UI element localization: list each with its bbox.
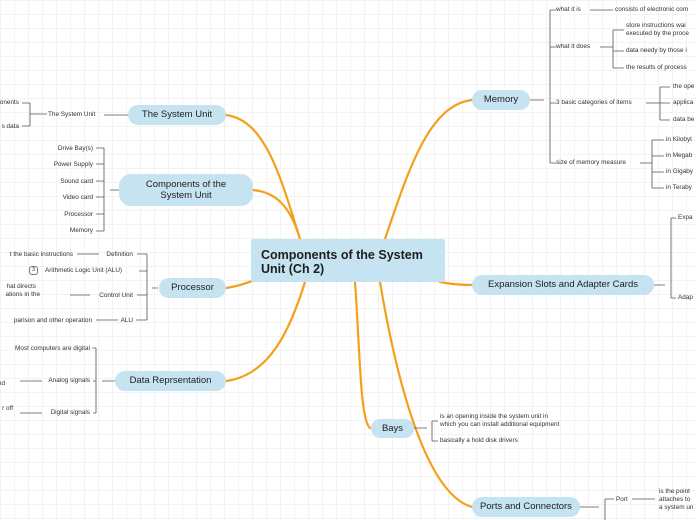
connector-processor <box>136 253 158 321</box>
branch-expansion <box>438 280 474 287</box>
memory-what-it-is[interactable]: what it is <box>556 6 581 13</box>
control-unit-leaf-1[interactable]: hat directs <box>6 283 36 290</box>
port-leaf-2[interactable]: attaches to <box>659 496 691 503</box>
component-item[interactable]: Processor <box>64 211 93 218</box>
connector-system-unit <box>22 102 128 127</box>
topic-memory[interactable]: Memory <box>472 90 530 110</box>
connector-memory <box>530 9 556 164</box>
component-item[interactable]: Power Supply <box>53 161 93 168</box>
central-topic[interactable]: Components of the System Unit (Ch 2) <box>251 239 445 282</box>
bays-leaf-1a[interactable]: is an opening inside the system unit in <box>440 413 548 420</box>
component-item[interactable]: Sound card <box>60 178 93 185</box>
processor-alu-full[interactable]: Arithmetic Logic Unit (ALU) <box>45 267 123 274</box>
connector-bays <box>414 420 438 442</box>
topic-processor[interactable]: Processor <box>159 278 226 298</box>
component-item[interactable]: Drive Bay(s) <box>57 145 93 152</box>
memory-what-it-does[interactable]: what it does <box>556 43 591 50</box>
size-item[interactable]: in Teraby <box>666 184 692 191</box>
topic-bays[interactable]: Bays <box>371 419 414 438</box>
component-item[interactable]: Video card <box>62 194 93 201</box>
category-item[interactable]: applica <box>673 99 694 106</box>
connector-components <box>96 147 120 232</box>
connector-processor-leaves <box>70 253 118 321</box>
size-item[interactable]: in Megab <box>666 152 693 159</box>
connector-data-rep <box>20 347 115 414</box>
what-it-does-leaf-2[interactable]: data needy by those i <box>626 47 687 54</box>
memory-categories[interactable]: 3 basic categories of items <box>556 99 632 106</box>
topic-system-unit[interactable]: The System Unit <box>128 105 226 125</box>
branch-bays <box>353 280 372 430</box>
memory-size[interactable]: size of memory measure <box>556 159 626 166</box>
processor-definition[interactable]: Definition <box>106 251 133 258</box>
connector-expansion <box>654 217 676 299</box>
processor-control-unit[interactable]: Control Unit <box>99 292 133 299</box>
system-unit-child[interactable]: The System Unit <box>48 111 96 118</box>
analog-leaf[interactable]: nd <box>0 380 5 387</box>
port-leaf-3[interactable]: a system un <box>659 504 694 511</box>
system-unit-leaf-2[interactable]: s data <box>1 123 19 130</box>
branch-ports <box>378 280 474 509</box>
what-it-does-leaf-3[interactable]: the results of process <box>626 64 687 71</box>
memory-what-it-is-leaf[interactable]: consists of electronic com <box>615 6 689 13</box>
what-it-does-leaf-1a[interactable]: store instructions wai <box>626 22 686 29</box>
bays-leaf-2[interactable]: basically a hold disk drivers <box>440 437 518 444</box>
branch-system-unit <box>224 113 302 241</box>
connector-memory-leaves <box>590 9 624 69</box>
port-leaf-1[interactable]: is the point <box>659 488 690 495</box>
branch-components <box>251 188 302 241</box>
control-unit-leaf-2[interactable]: ations in the <box>5 291 40 298</box>
processor-definition-leaf[interactable]: t the basic instructions <box>9 251 73 258</box>
connector-ports <box>580 498 655 520</box>
topic-expansion-slots[interactable]: Expansion Slots and Adapter Cards <box>472 275 654 295</box>
branch-data-rep <box>224 280 307 383</box>
expansion-leaf-2[interactable]: Adap <box>678 294 693 301</box>
marker-badge: 3 <box>29 266 38 275</box>
ports-port[interactable]: Port <box>616 496 628 503</box>
digital-leaf[interactable]: r off <box>2 405 13 412</box>
category-item[interactable]: data be <box>673 116 695 123</box>
component-item[interactable]: Memory <box>69 227 93 234</box>
topic-components[interactable]: Components of the System Unit <box>119 174 253 206</box>
connector-memory-categories <box>646 86 670 121</box>
processor-alu[interactable]: ALU <box>120 317 133 324</box>
topic-data-representation[interactable]: Data Reprsentation <box>115 371 226 391</box>
bays-leaf-1b[interactable]: which you can install additional equipme… <box>440 421 560 428</box>
branch-memory <box>383 98 474 241</box>
data-rep-most[interactable]: Most computers are digital <box>15 345 90 352</box>
expansion-leaf-1[interactable]: Expa <box>678 214 693 221</box>
topic-ports-connectors[interactable]: Ports and Connectors <box>472 497 580 517</box>
data-rep-analog[interactable]: Analog signals <box>48 377 90 384</box>
size-item[interactable]: in Gigaby <box>666 168 693 175</box>
connector-memory-size <box>640 139 664 189</box>
data-rep-digital[interactable]: Digital signals <box>50 409 90 416</box>
size-item[interactable]: in Kilobyt <box>666 136 692 143</box>
category-item[interactable]: the ope <box>673 83 695 90</box>
alu-leaf[interactable]: parison and other operation <box>13 317 92 324</box>
system-unit-leaf-1[interactable]: onents <box>0 99 19 106</box>
what-it-does-leaf-1b[interactable]: executed by the proce <box>626 30 689 37</box>
